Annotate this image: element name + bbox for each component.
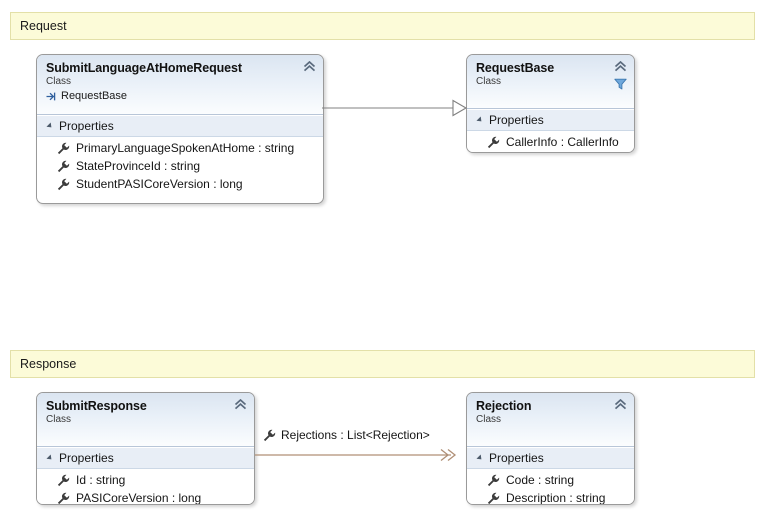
wrench-icon (57, 178, 70, 190)
wrench-icon (57, 492, 70, 504)
member-row[interactable]: StateProvinceId : string (43, 157, 317, 175)
section-band-request: Request (10, 12, 755, 40)
member-list: CallerInfo : CallerInfo (467, 131, 634, 152)
class-box-submit-language-at-home-request[interactable]: SubmitLanguageAtHomeRequest Class Reques… (36, 54, 324, 204)
member-row[interactable]: Code : string (473, 471, 628, 489)
class-stereotype: Class (476, 414, 502, 425)
class-stereotype: Class (46, 76, 72, 87)
wrench-icon (57, 160, 70, 172)
member-label: PrimaryLanguageSpokenAtHome : string (76, 141, 295, 155)
member-label: StateProvinceId : string (76, 159, 201, 173)
compartment-label: Properties (59, 119, 114, 133)
wrench-icon (487, 136, 500, 148)
class-box-rejection[interactable]: Rejection Class Properties Code : string (466, 392, 635, 505)
compartment-label: Properties (59, 451, 114, 465)
class-name: RequestBase (476, 61, 555, 75)
member-label: StudentPASICoreVersion : long (76, 177, 243, 191)
wrench-icon (263, 429, 276, 441)
association-label-text: Rejections : List<Rejection> (281, 428, 430, 442)
compartment-label: Properties (489, 113, 544, 127)
compartment-header-properties[interactable]: Properties (37, 115, 323, 137)
class-header-icons (234, 399, 247, 410)
member-list: Id : string PASICoreVersion : long (37, 469, 254, 505)
class-base-label: RequestBase (61, 90, 128, 102)
class-header: SubmitResponse Class (37, 393, 254, 447)
member-row[interactable]: CallerInfo : CallerInfo (473, 133, 628, 151)
member-label: Description : string (506, 491, 606, 505)
expander-triangle-icon[interactable] (46, 454, 54, 462)
class-stereotype: Class (46, 414, 72, 425)
class-name: Rejection (476, 399, 532, 413)
expander-triangle-icon[interactable] (46, 122, 54, 130)
member-label: CallerInfo : CallerInfo (506, 135, 619, 149)
class-header: SubmitLanguageAtHomeRequest Class Reques… (37, 55, 323, 115)
compartment-header-properties[interactable]: Properties (37, 447, 254, 469)
class-header: Rejection Class (467, 393, 634, 447)
section-band-request-label: Request (20, 19, 67, 33)
wrench-icon (57, 142, 70, 154)
member-label: Id : string (76, 473, 126, 487)
compartment-header-properties[interactable]: Properties (467, 109, 634, 131)
connector-association[interactable] (255, 445, 470, 465)
compartment-header-properties[interactable]: Properties (467, 447, 634, 469)
class-base-type: RequestBase (46, 89, 315, 103)
expander-triangle-icon[interactable] (476, 454, 484, 462)
class-header: RequestBase Class (467, 55, 634, 109)
member-list: PrimaryLanguageSpokenAtHome : string Sta… (37, 137, 323, 198)
section-band-response-label: Response (20, 357, 77, 371)
class-stereotype: Class (476, 76, 502, 87)
member-row[interactable]: StudentPASICoreVersion : long (43, 175, 317, 193)
member-row[interactable]: Description : string (473, 489, 628, 505)
chevron-up-icon[interactable] (614, 61, 627, 72)
inherit-arrow-icon (46, 92, 56, 100)
wrench-icon (487, 474, 500, 486)
member-row[interactable]: PASICoreVersion : long (43, 489, 248, 505)
member-label: PASICoreVersion : long (76, 491, 202, 505)
member-row[interactable]: Id : string (43, 471, 248, 489)
class-name: SubmitLanguageAtHomeRequest (46, 61, 242, 75)
member-list: Code : string Description : string (467, 469, 634, 505)
class-header-icons (303, 61, 316, 72)
wrench-icon (57, 474, 70, 486)
member-row[interactable]: PrimaryLanguageSpokenAtHome : string (43, 139, 317, 157)
section-band-response: Response (10, 350, 755, 378)
compartment-label: Properties (489, 451, 544, 465)
chevron-up-icon[interactable] (303, 61, 316, 72)
chevron-up-icon[interactable] (614, 399, 627, 410)
class-box-request-base[interactable]: RequestBase Class Properties Calle (466, 54, 635, 153)
member-label: Code : string (506, 473, 575, 487)
expander-triangle-icon[interactable] (476, 116, 484, 124)
connector-inheritance[interactable] (322, 96, 470, 120)
class-box-submit-response[interactable]: SubmitResponse Class Properties Id : str… (36, 392, 255, 505)
association-label: Rejections : List<Rejection> (263, 428, 430, 442)
funnel-icon[interactable] (614, 78, 627, 90)
class-header-icons (614, 61, 627, 90)
chevron-up-icon[interactable] (234, 399, 247, 410)
wrench-icon (487, 492, 500, 504)
class-header-icons (614, 399, 627, 410)
class-name: SubmitResponse (46, 399, 147, 413)
